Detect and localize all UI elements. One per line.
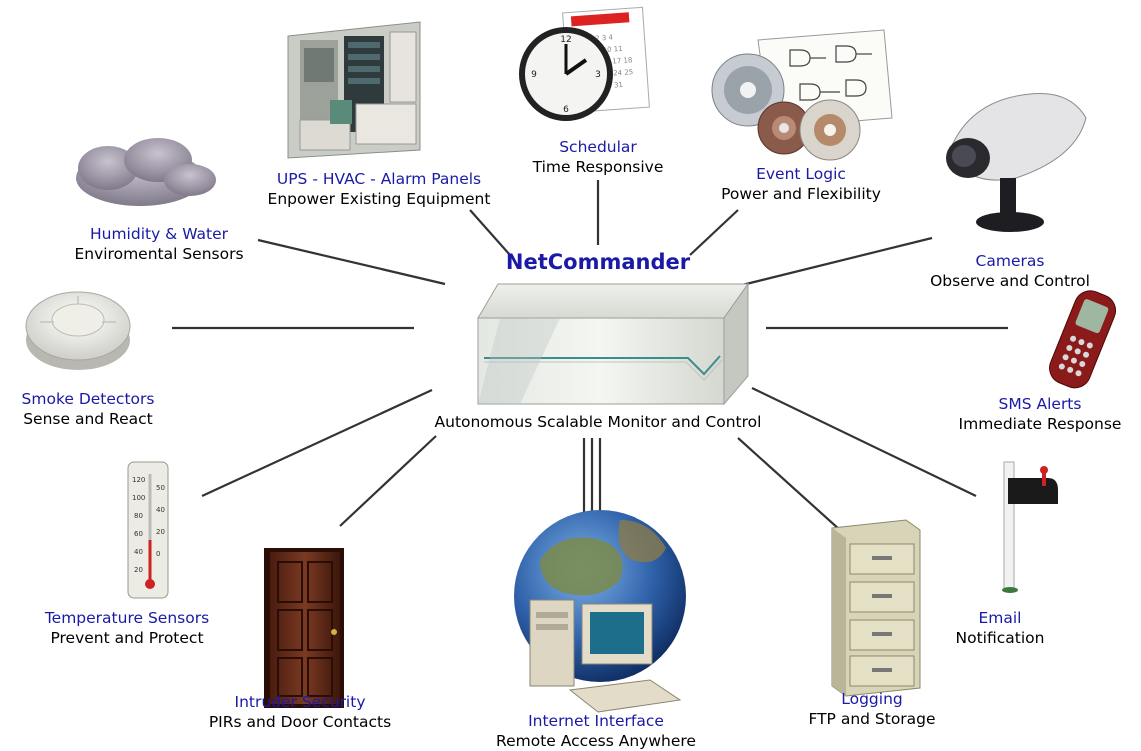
node-subtitle-temperature: Prevent and Protect (50, 629, 204, 647)
svg-text:60: 60 (134, 530, 143, 538)
node-title-email: Email (978, 609, 1022, 627)
smoke-detector-icon (25, 291, 131, 370)
node-label-ups: UPS - HVAC - Alarm Panels Enpower Existi… (236, 169, 522, 209)
node-title-smoke: Smoke Detectors (21, 390, 155, 408)
node-title-cameras: Cameras (975, 252, 1045, 270)
netcommander-title: NetCommander (505, 250, 691, 274)
node-subtitle-humidity: Enviromental Sensors (74, 245, 244, 263)
netcommander-device (477, 282, 749, 406)
svg-text:100: 100 (132, 494, 145, 502)
node-subtitle-cameras: Observe and Control (930, 272, 1090, 290)
clock-calendar-icon: 1 2 3 48 9 10 11 15 16 17 1822 23 24 25 … (519, 6, 650, 121)
logic-diagram-icon (711, 29, 893, 161)
connector-ups (469, 209, 511, 256)
node-subtitle-logging: FTP and Storage (808, 710, 936, 728)
node-title-temperature: Temperature Sensors (44, 609, 210, 627)
node-title-logging: Logging (841, 690, 903, 708)
node-label-smoke: Smoke Detectors Sense and React (0, 389, 176, 429)
svg-text:120: 120 (132, 476, 145, 484)
filing-cabinet-icon (831, 519, 921, 697)
node-label-schedular: Schedular Time Responsive (508, 137, 688, 177)
node-title-humidity: Humidity & Water (89, 225, 229, 243)
node-label-temperature: Temperature Sensors Prevent and Protect (22, 608, 232, 648)
node-subtitle-internet: Remote Access Anywhere (496, 732, 696, 750)
mailbox-icon (1002, 461, 1058, 593)
svg-text:6: 6 (563, 105, 569, 115)
svg-text:3: 3 (595, 70, 601, 80)
node-title-internet: Internet Interface (528, 712, 664, 730)
svg-text:9: 9 (531, 70, 537, 80)
door-icon (264, 548, 344, 708)
cloud-icon (76, 138, 216, 206)
node-title-intruder: Intruder Security (234, 693, 366, 711)
svg-text:20: 20 (134, 566, 143, 574)
node-subtitle-email: Notification (955, 629, 1045, 647)
netcommander-tagline: Autonomous Scalable Monitor and Control (434, 413, 762, 431)
connector-event (689, 209, 739, 256)
node-label-event: Event Logic Power and Flexibility (696, 164, 906, 204)
node-title-event: Event Logic (756, 165, 846, 183)
svg-text:20: 20 (156, 528, 165, 536)
node-subtitle-intruder: PIRs and Door Contacts (208, 713, 392, 731)
node-title-sms: SMS Alerts (998, 395, 1082, 413)
connector-cameras (737, 236, 933, 288)
node-subtitle-ups: Enpower Existing Equipment (267, 190, 491, 208)
thermometer-icon: 120 100 80 60 40 20 50 40 20 0 (127, 461, 169, 599)
node-title-schedular: Schedular (559, 138, 637, 156)
mobile-phone-icon (1049, 290, 1117, 389)
svg-text:50: 50 (156, 484, 165, 492)
svg-text:40: 40 (134, 548, 143, 556)
node-title-ups: UPS - HVAC - Alarm Panels (276, 170, 482, 188)
svg-text:12: 12 (560, 35, 571, 45)
connector-temperature (201, 389, 433, 497)
globe-computer-icon (514, 510, 686, 713)
connector-intruder (339, 435, 437, 527)
connector-humidity (257, 238, 446, 286)
connector-lines (172, 180, 1008, 531)
svg-text:40: 40 (156, 506, 165, 514)
connector-email (751, 387, 977, 497)
connector-logging (737, 437, 841, 531)
equipment-cabinet-icon (287, 21, 421, 159)
camera-icon (946, 93, 1087, 232)
node-label-humidity: Humidity & Water Enviromental Sensors (52, 224, 266, 264)
node-subtitle-smoke: Sense and React (23, 410, 153, 428)
node-label-internet: Internet Interface Remote Access Anywher… (476, 711, 716, 751)
node-label-logging: Logging FTP and Storage (782, 689, 962, 729)
svg-text:1 2 3 4: 1 2 3 4 (588, 33, 614, 43)
node-label-email: Email Notification (928, 608, 1072, 648)
svg-text:80: 80 (134, 512, 143, 520)
node-label-cameras: Cameras Observe and Control (910, 251, 1110, 291)
node-label-sms: SMS Alerts Immediate Response (940, 394, 1140, 434)
node-subtitle-event: Power and Flexibility (721, 185, 881, 203)
node-label-intruder: Intruder Security PIRs and Door Contacts (180, 692, 420, 732)
svg-text:0: 0 (156, 550, 160, 558)
node-subtitle-schedular: Time Responsive (532, 158, 664, 176)
node-subtitle-sms: Immediate Response (958, 415, 1122, 433)
